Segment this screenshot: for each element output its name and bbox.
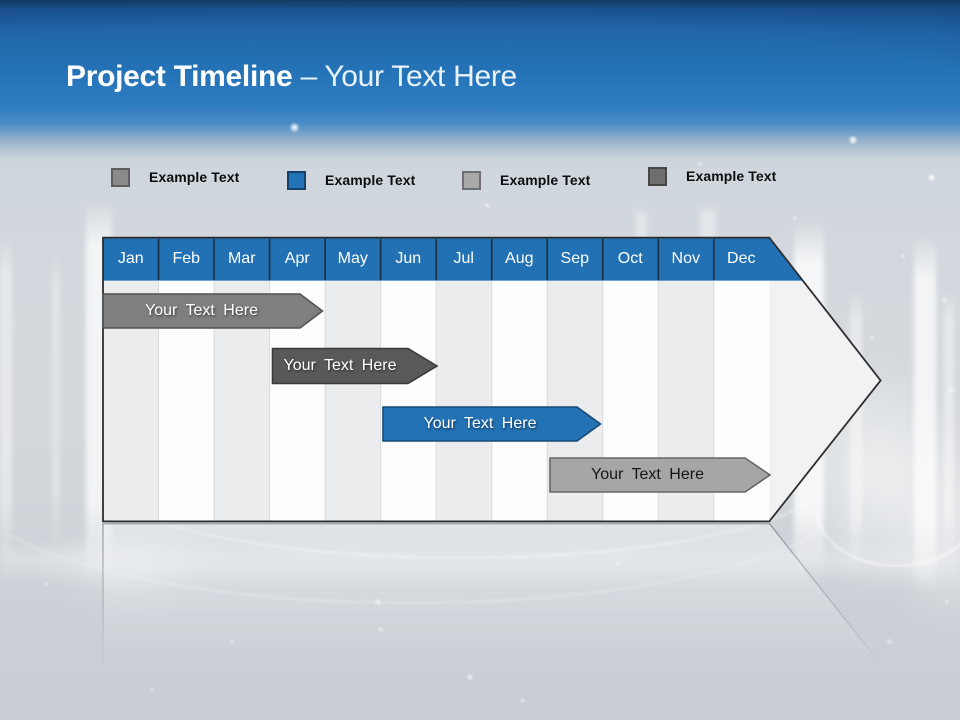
gantt-bar-2 bbox=[271, 347, 439, 385]
month-label: Nov bbox=[671, 250, 700, 267]
bokeh-dot bbox=[886, 638, 893, 645]
month-label: Feb bbox=[172, 250, 201, 267]
gantt-bar-1-label: Your Text Here bbox=[145, 302, 258, 319]
month-header-labels: Jan Feb Mar Apr May Jun Jul Aug Sep Oct … bbox=[103, 239, 769, 280]
timeline-reflection-shape bbox=[102, 522, 882, 720]
legend-swatch-lightgray bbox=[462, 170, 481, 190]
month-label: May bbox=[337, 250, 368, 267]
bokeh-dot bbox=[900, 253, 906, 259]
month-header-separators bbox=[157, 239, 715, 280]
bokeh-dot bbox=[927, 173, 936, 182]
stripe-jun bbox=[380, 280, 437, 521]
month-header-band bbox=[103, 237, 803, 281]
bokeh-dot bbox=[484, 202, 491, 209]
month-label: Aug bbox=[505, 250, 534, 267]
stripe-aug bbox=[491, 280, 548, 521]
legend-item-3: Example Text bbox=[462, 170, 591, 190]
bokeh-dot bbox=[944, 599, 950, 605]
legend-label: Example Text bbox=[325, 172, 416, 188]
bokeh-dot bbox=[43, 581, 49, 587]
arrow-container-outline bbox=[102, 236, 882, 523]
gantt-bar-3 bbox=[382, 406, 602, 442]
stripe-jul bbox=[436, 280, 492, 521]
legend-item-2: Example Text bbox=[287, 170, 416, 190]
bokeh-dot bbox=[941, 297, 948, 304]
gantt-bar-3-label: Your Text Here bbox=[423, 415, 537, 432]
bokeh-dot bbox=[869, 335, 875, 341]
month-label: Mar bbox=[227, 250, 256, 267]
legend-swatch-gray bbox=[111, 167, 130, 187]
gantt-bar-2-label: Your Text Here bbox=[283, 357, 397, 374]
month-label: Sep bbox=[560, 250, 589, 267]
legend-item-4: Example Text bbox=[648, 166, 777, 186]
legend-label: Example Text bbox=[686, 168, 777, 184]
header-blue-band bbox=[0, 0, 960, 172]
gantt-bar-4 bbox=[549, 457, 772, 493]
month-label: Jun bbox=[395, 250, 422, 267]
bokeh-dot bbox=[289, 122, 300, 133]
slide-title-main: Project Timeline bbox=[66, 60, 293, 93]
month-label: Oct bbox=[617, 250, 643, 267]
legend-item-1: Example Text bbox=[111, 167, 240, 187]
stripe-may bbox=[325, 280, 381, 521]
gantt-bar-1 bbox=[102, 293, 324, 329]
legend-label: Example Text bbox=[500, 172, 591, 188]
timeline-reflection bbox=[102, 522, 882, 720]
legend-label: Example Text bbox=[149, 169, 240, 185]
legend-swatch-darkgray bbox=[648, 166, 667, 186]
legend-swatch-blue bbox=[287, 170, 306, 190]
light-pillar bbox=[0, 235, 12, 565]
bokeh-dot bbox=[792, 215, 798, 221]
month-label: Jan bbox=[117, 250, 144, 267]
month-label: Jul bbox=[453, 250, 474, 267]
bokeh-dot bbox=[947, 386, 955, 394]
bokeh-dot bbox=[697, 161, 703, 167]
month-label: Apr bbox=[284, 250, 310, 267]
slide-title-placeholder: – Your Text Here bbox=[300, 60, 517, 93]
month-label: Dec bbox=[727, 250, 756, 267]
gantt-bar-4-label: Your Text Here bbox=[591, 466, 704, 483]
slide-title: Project Timeline – Your Text Here bbox=[66, 60, 517, 94]
light-pillar bbox=[52, 252, 60, 552]
bokeh-dot bbox=[848, 135, 858, 145]
